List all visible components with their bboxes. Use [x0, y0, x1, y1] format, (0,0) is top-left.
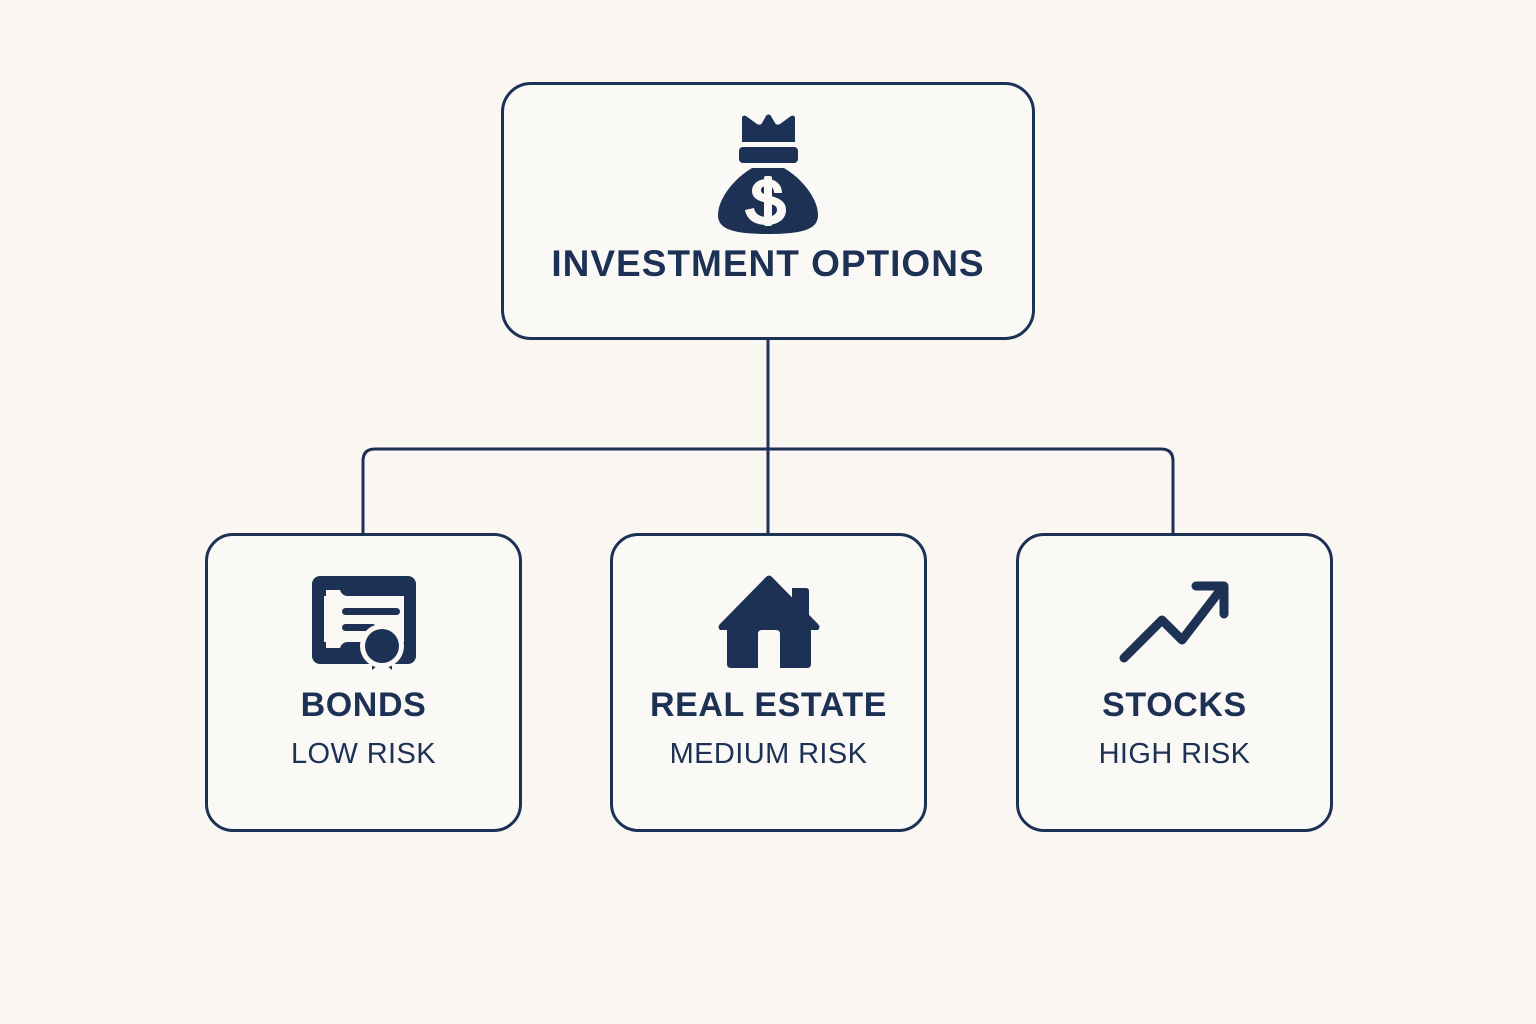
node-bonds[interactable]: BONDS LOW RISK	[205, 533, 522, 832]
house-icon	[714, 566, 824, 678]
real-estate-title: REAL ESTATE	[649, 686, 888, 724]
root-title: INVESTMENT OPTIONS	[551, 243, 985, 284]
node-real-estate[interactable]: REAL ESTATE MEDIUM RISK	[610, 533, 927, 832]
certificate-icon	[310, 566, 418, 678]
bonds-title: BONDS	[300, 686, 427, 724]
trending-up-arrow-icon	[1116, 566, 1234, 678]
node-stocks[interactable]: STOCKS HIGH RISK	[1016, 533, 1333, 832]
stocks-subtitle: HIGH RISK	[1098, 737, 1251, 770]
connector-bus	[361, 447, 1175, 535]
bonds-subtitle: LOW RISK	[291, 737, 436, 770]
money-bag-icon	[712, 111, 824, 239]
node-investment-options[interactable]: INVESTMENT OPTIONS	[501, 82, 1035, 340]
stocks-title: STOCKS	[1102, 686, 1247, 724]
real-estate-subtitle: MEDIUM RISK	[669, 737, 868, 770]
